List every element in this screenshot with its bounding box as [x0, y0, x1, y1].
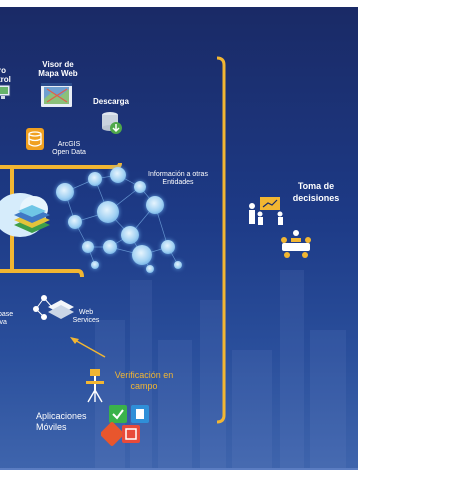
gold-connector-bottom	[0, 269, 84, 278]
mobile-apps-label: Aplicaciones Móviles	[36, 411, 87, 432]
network-cloud-node	[68, 215, 82, 229]
download-database-icon	[101, 111, 123, 135]
meeting-presentation-icon	[246, 196, 286, 226]
city-building	[232, 350, 272, 470]
web-map-icon	[41, 83, 73, 109]
decision-making-label: Toma de decisiones	[292, 181, 340, 203]
network-cloud-node	[88, 172, 102, 186]
network-cloud-node	[174, 261, 182, 269]
web-map-viewer-label: Visor de Mapa Web	[38, 60, 78, 78]
gold-connector-top	[0, 162, 122, 169]
info-other-entities-label: Información a otras Entidades	[148, 171, 208, 186]
control-center-label: ro trol	[0, 66, 11, 84]
cloud-gis-icon	[0, 187, 54, 247]
network-cloud-node	[146, 196, 164, 214]
city-building	[158, 340, 192, 470]
network-cloud-node	[132, 245, 152, 265]
web-services-label: Web Services	[72, 309, 100, 324]
field-verification-label: Verificación en campo	[114, 370, 174, 391]
arrow-head	[70, 337, 79, 344]
download-label: Descarga	[92, 97, 130, 106]
monitor-icon	[0, 84, 11, 100]
diagram-panel: ro trol Visor de Mapa Web Descarga ArcGI…	[0, 7, 358, 470]
meeting-table-icon	[276, 229, 316, 259]
network-cloud-node	[161, 240, 175, 254]
network-cloud-node	[121, 226, 139, 244]
mobile-apps-icon	[101, 403, 153, 447]
field-verification-icon	[86, 369, 108, 403]
network-cloud-node	[103, 240, 117, 254]
network-cloud-node	[82, 241, 94, 253]
city-building	[95, 320, 125, 470]
network-cloud-node	[110, 167, 126, 183]
network-cloud-node	[97, 201, 119, 223]
network-cloud-node	[146, 265, 154, 273]
web-services-icon	[32, 293, 74, 321]
panel-bottom-border	[0, 468, 358, 470]
right-bracket	[216, 56, 226, 424]
city-building	[310, 330, 346, 470]
database-label: base iva	[0, 311, 14, 326]
city-building	[200, 300, 226, 470]
arcgis-open-data-label: ArcGIS Open Data	[52, 141, 86, 156]
network-cloud-node	[91, 261, 99, 269]
arrow-line	[72, 338, 106, 358]
arcgis-open-data-icon	[25, 127, 45, 151]
network-cloud-node	[56, 183, 74, 201]
city-building	[280, 270, 304, 470]
network-cloud-node	[134, 181, 146, 193]
